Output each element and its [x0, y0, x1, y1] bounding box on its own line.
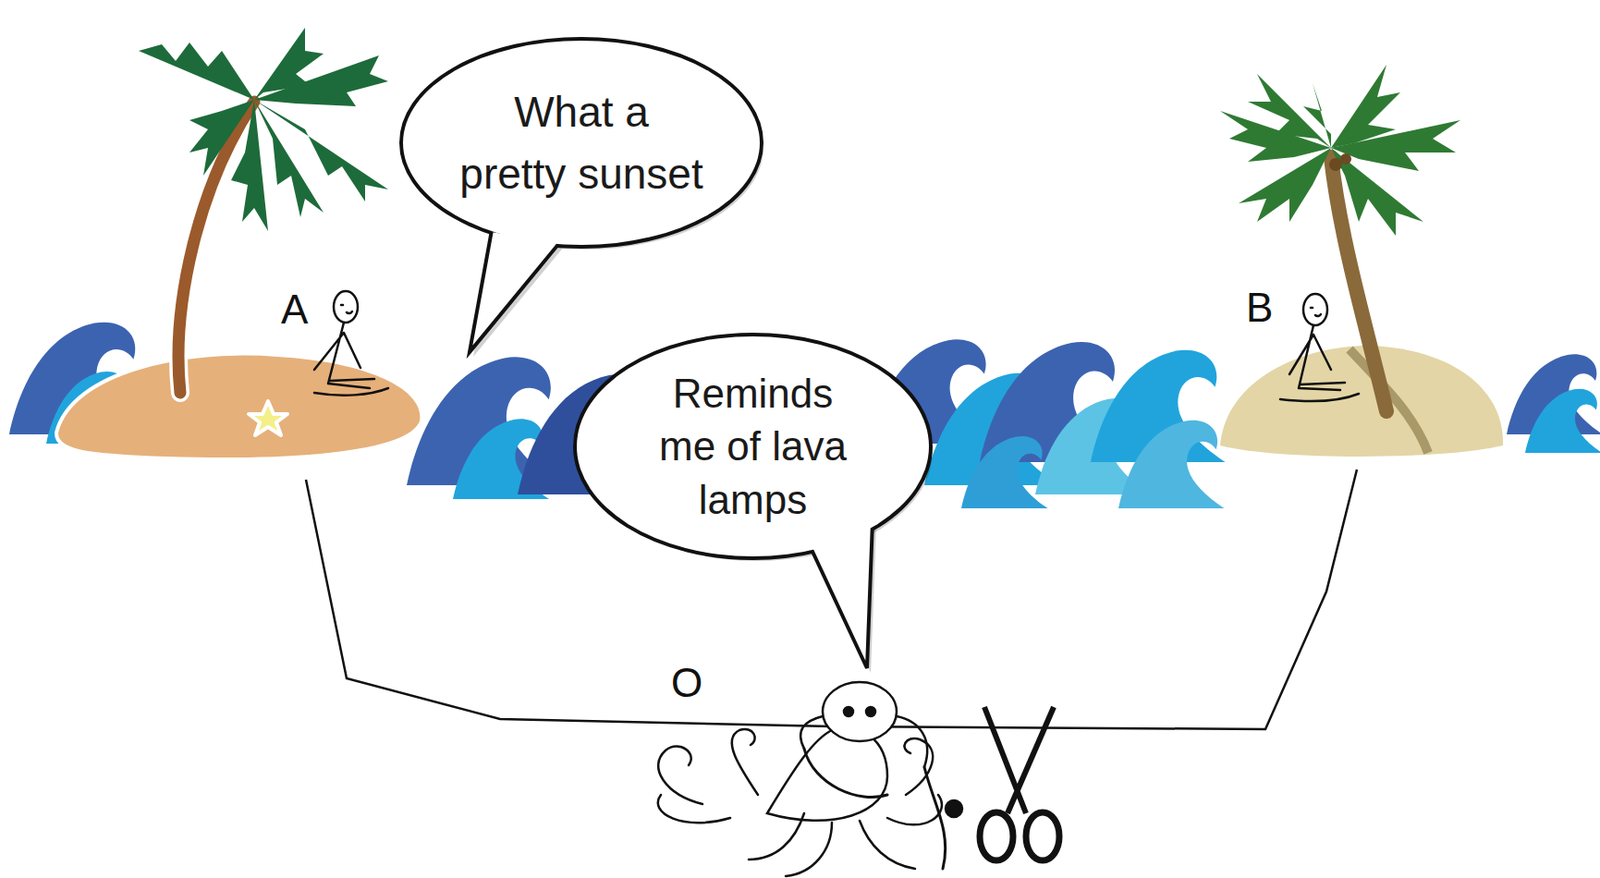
party-letter: A	[280, 289, 308, 330]
scissors	[979, 707, 1060, 861]
right-island	[1220, 64, 1503, 457]
bubble-text: What a pretty sunset	[455, 81, 708, 205]
party-letter: O	[671, 662, 703, 704]
octopus	[658, 682, 963, 877]
bubble-text: Reminds me of lava lamps	[651, 366, 855, 526]
left-island	[56, 27, 422, 460]
speech-bubble: What a pretty sunset	[403, 40, 760, 245]
party-letter: B	[1245, 287, 1273, 329]
speech-bubble: Reminds me of lava lamps	[576, 336, 929, 557]
bubble-outline	[403, 40, 760, 245]
